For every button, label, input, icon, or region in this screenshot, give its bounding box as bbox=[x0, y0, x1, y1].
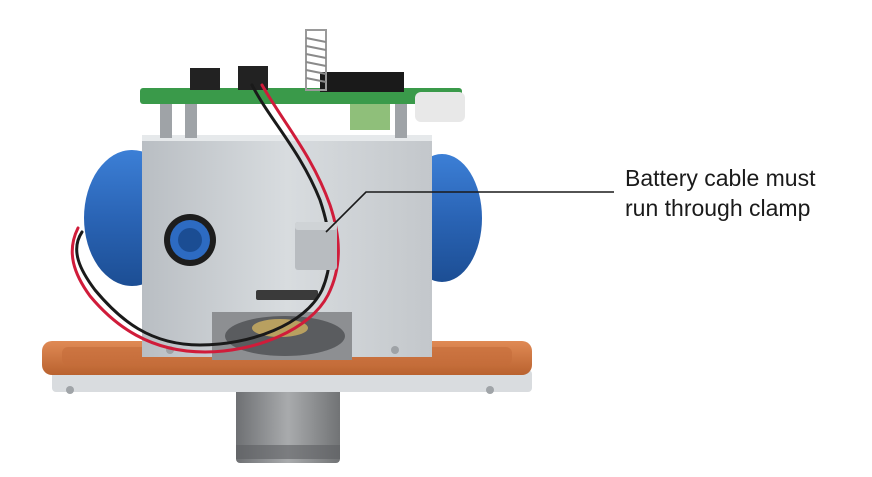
coin-cell bbox=[225, 316, 345, 356]
callout-line-1: Battery cable must bbox=[625, 165, 816, 191]
cable-clamp bbox=[295, 222, 337, 270]
pcb-board bbox=[140, 66, 465, 138]
callout-line bbox=[325, 191, 614, 233]
battery-cable bbox=[70, 83, 340, 354]
antenna-spring bbox=[305, 29, 327, 91]
sensor-stem bbox=[236, 383, 340, 463]
callout-label: Battery cable must run through clamp bbox=[625, 163, 865, 223]
callout-line-2: run through clamp bbox=[625, 195, 811, 221]
